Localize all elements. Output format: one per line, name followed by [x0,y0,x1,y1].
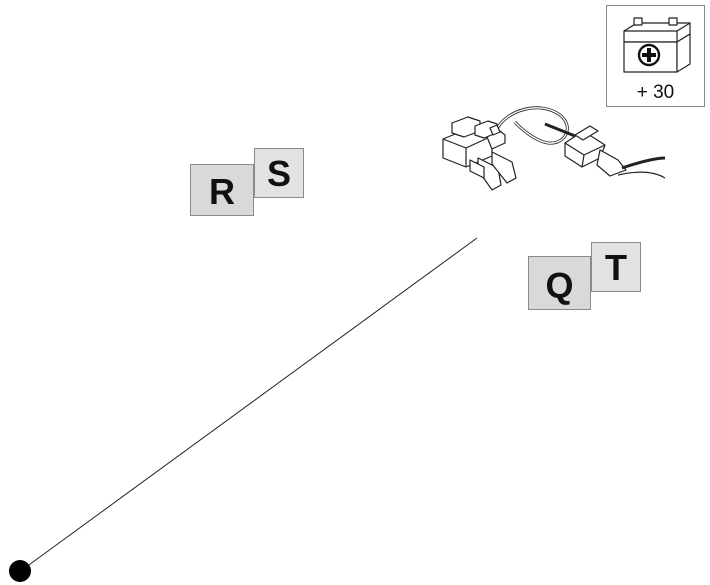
label-t-text: T [605,247,627,288]
label-q-text: Q [545,265,574,306]
label-box-r: R [190,164,254,216]
label-s-text: S [266,153,291,194]
label-box-q: Q [528,256,591,310]
battery-plus-icon [623,17,691,73]
label-box-t: T [591,242,641,292]
battery-terminal-panel: + 30 [606,5,705,107]
label-box-s: S [254,148,304,198]
label-r-text: R [209,171,235,212]
battery-caption: + 30 [636,82,675,103]
